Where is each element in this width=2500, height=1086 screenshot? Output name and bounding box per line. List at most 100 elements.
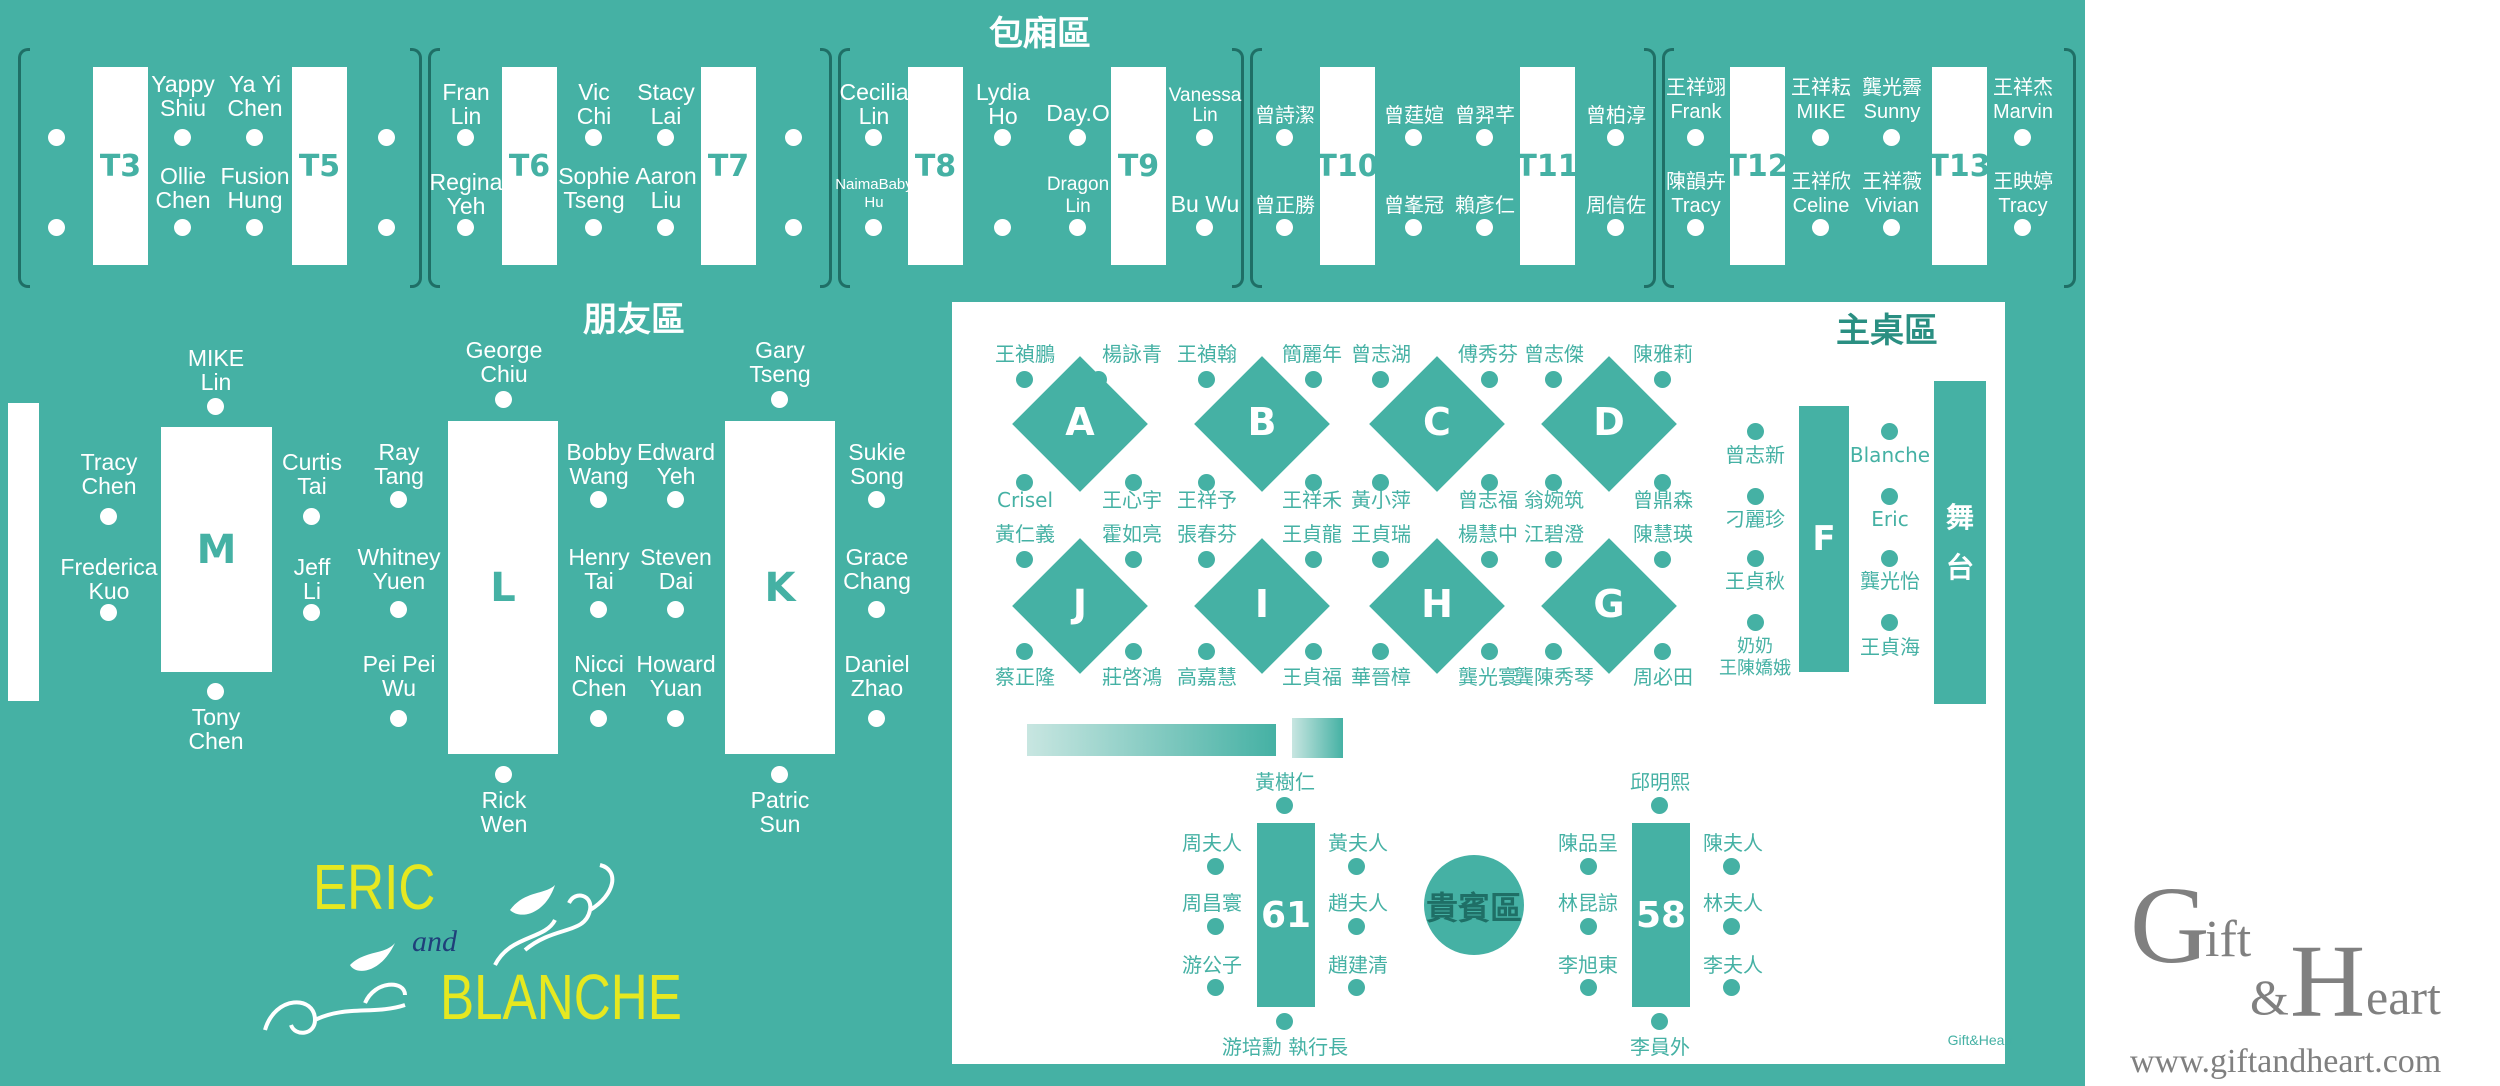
seat[interactable] — [585, 129, 602, 146]
seat[interactable] — [1580, 979, 1597, 996]
seat[interactable] — [785, 129, 802, 146]
seat[interactable] — [246, 129, 263, 146]
seat[interactable] — [246, 219, 263, 236]
seat[interactable] — [100, 604, 117, 621]
seat[interactable] — [1747, 614, 1764, 631]
table-t11[interactable]: T11 — [1516, 67, 1579, 265]
seat[interactable] — [1305, 551, 1322, 568]
seat[interactable] — [1016, 474, 1033, 491]
seat[interactable] — [1481, 643, 1498, 660]
table-t13[interactable]: T13 — [1928, 67, 1991, 265]
seat[interactable] — [1348, 858, 1365, 875]
seat[interactable] — [1723, 979, 1740, 996]
seat[interactable] — [1198, 371, 1215, 388]
seat[interactable] — [1654, 474, 1671, 491]
seat[interactable] — [207, 683, 224, 700]
seat[interactable] — [1276, 219, 1293, 236]
seat[interactable] — [390, 601, 407, 618]
seat[interactable] — [1723, 918, 1740, 935]
seat[interactable] — [1372, 474, 1389, 491]
seat[interactable] — [1545, 643, 1562, 660]
seat[interactable] — [1580, 918, 1597, 935]
seat[interactable] — [1476, 129, 1493, 146]
seat[interactable] — [207, 398, 224, 415]
seat[interactable] — [390, 710, 407, 727]
table-61[interactable]: 61 — [1257, 823, 1315, 1007]
seat[interactable] — [667, 491, 684, 508]
seat[interactable] — [495, 766, 512, 783]
seat[interactable] — [1196, 219, 1213, 236]
seat[interactable] — [100, 508, 117, 525]
seat[interactable] — [994, 219, 1011, 236]
seat[interactable] — [1069, 129, 1086, 146]
seat[interactable] — [868, 601, 885, 618]
seat[interactable] — [1607, 129, 1624, 146]
seat[interactable] — [1016, 371, 1033, 388]
seat[interactable] — [1654, 551, 1671, 568]
seat[interactable] — [1405, 219, 1422, 236]
seat[interactable] — [303, 604, 320, 621]
table-t3[interactable]: T3 — [93, 67, 148, 265]
seat[interactable] — [1016, 551, 1033, 568]
seat[interactable] — [457, 219, 474, 236]
seat[interactable] — [1090, 371, 1107, 388]
seat[interactable] — [1198, 551, 1215, 568]
seat[interactable] — [1545, 551, 1562, 568]
table-t5[interactable]: T5 — [292, 67, 347, 265]
seat[interactable] — [495, 391, 512, 408]
seat[interactable] — [657, 219, 674, 236]
seat[interactable] — [174, 219, 191, 236]
table-t8[interactable]: T8 — [908, 67, 963, 265]
seat[interactable] — [1747, 423, 1764, 440]
seat[interactable] — [1881, 423, 1898, 440]
seat[interactable] — [1372, 643, 1389, 660]
seat[interactable] — [2014, 129, 2031, 146]
seat[interactable] — [868, 491, 885, 508]
table-k[interactable]: K — [725, 421, 835, 754]
seat[interactable] — [390, 491, 407, 508]
table-58[interactable]: 58 — [1632, 823, 1690, 1007]
seat[interactable] — [785, 219, 802, 236]
seat[interactable] — [1125, 643, 1142, 660]
seat[interactable] — [1481, 474, 1498, 491]
table-t9[interactable]: T9 — [1111, 67, 1166, 265]
seat[interactable] — [1276, 129, 1293, 146]
table-t7[interactable]: T7 — [701, 67, 756, 265]
table-t12[interactable]: T12 — [1726, 67, 1789, 265]
seat[interactable] — [1883, 129, 1900, 146]
seat[interactable] — [1476, 219, 1493, 236]
seat[interactable] — [1405, 129, 1422, 146]
seat[interactable] — [1198, 474, 1215, 491]
seat[interactable] — [1125, 551, 1142, 568]
seat[interactable] — [771, 766, 788, 783]
seat[interactable] — [1747, 488, 1764, 505]
seat[interactable] — [1481, 551, 1498, 568]
seat[interactable] — [667, 710, 684, 727]
seat[interactable] — [1881, 550, 1898, 567]
seat[interactable] — [48, 129, 65, 146]
seat[interactable] — [590, 710, 607, 727]
seat[interactable] — [590, 601, 607, 618]
seat[interactable] — [771, 391, 788, 408]
seat[interactable] — [667, 601, 684, 618]
seat[interactable] — [1207, 979, 1224, 996]
seat[interactable] — [1016, 643, 1033, 660]
seat[interactable] — [1881, 614, 1898, 631]
seat[interactable] — [1812, 219, 1829, 236]
seat[interactable] — [1305, 371, 1322, 388]
seat[interactable] — [1276, 1013, 1293, 1030]
seat[interactable] — [1881, 488, 1898, 505]
seat[interactable] — [1276, 797, 1293, 814]
seat[interactable] — [378, 129, 395, 146]
seat[interactable] — [865, 129, 882, 146]
seat[interactable] — [174, 129, 191, 146]
seat[interactable] — [1198, 643, 1215, 660]
seat[interactable] — [2014, 219, 2031, 236]
table-f[interactable]: F — [1799, 406, 1849, 672]
seat[interactable] — [1687, 129, 1704, 146]
seat[interactable] — [868, 710, 885, 727]
seat[interactable] — [1651, 1013, 1668, 1030]
seat[interactable] — [1207, 858, 1224, 875]
table-t10[interactable]: T10 — [1316, 67, 1379, 265]
seat[interactable] — [1654, 643, 1671, 660]
